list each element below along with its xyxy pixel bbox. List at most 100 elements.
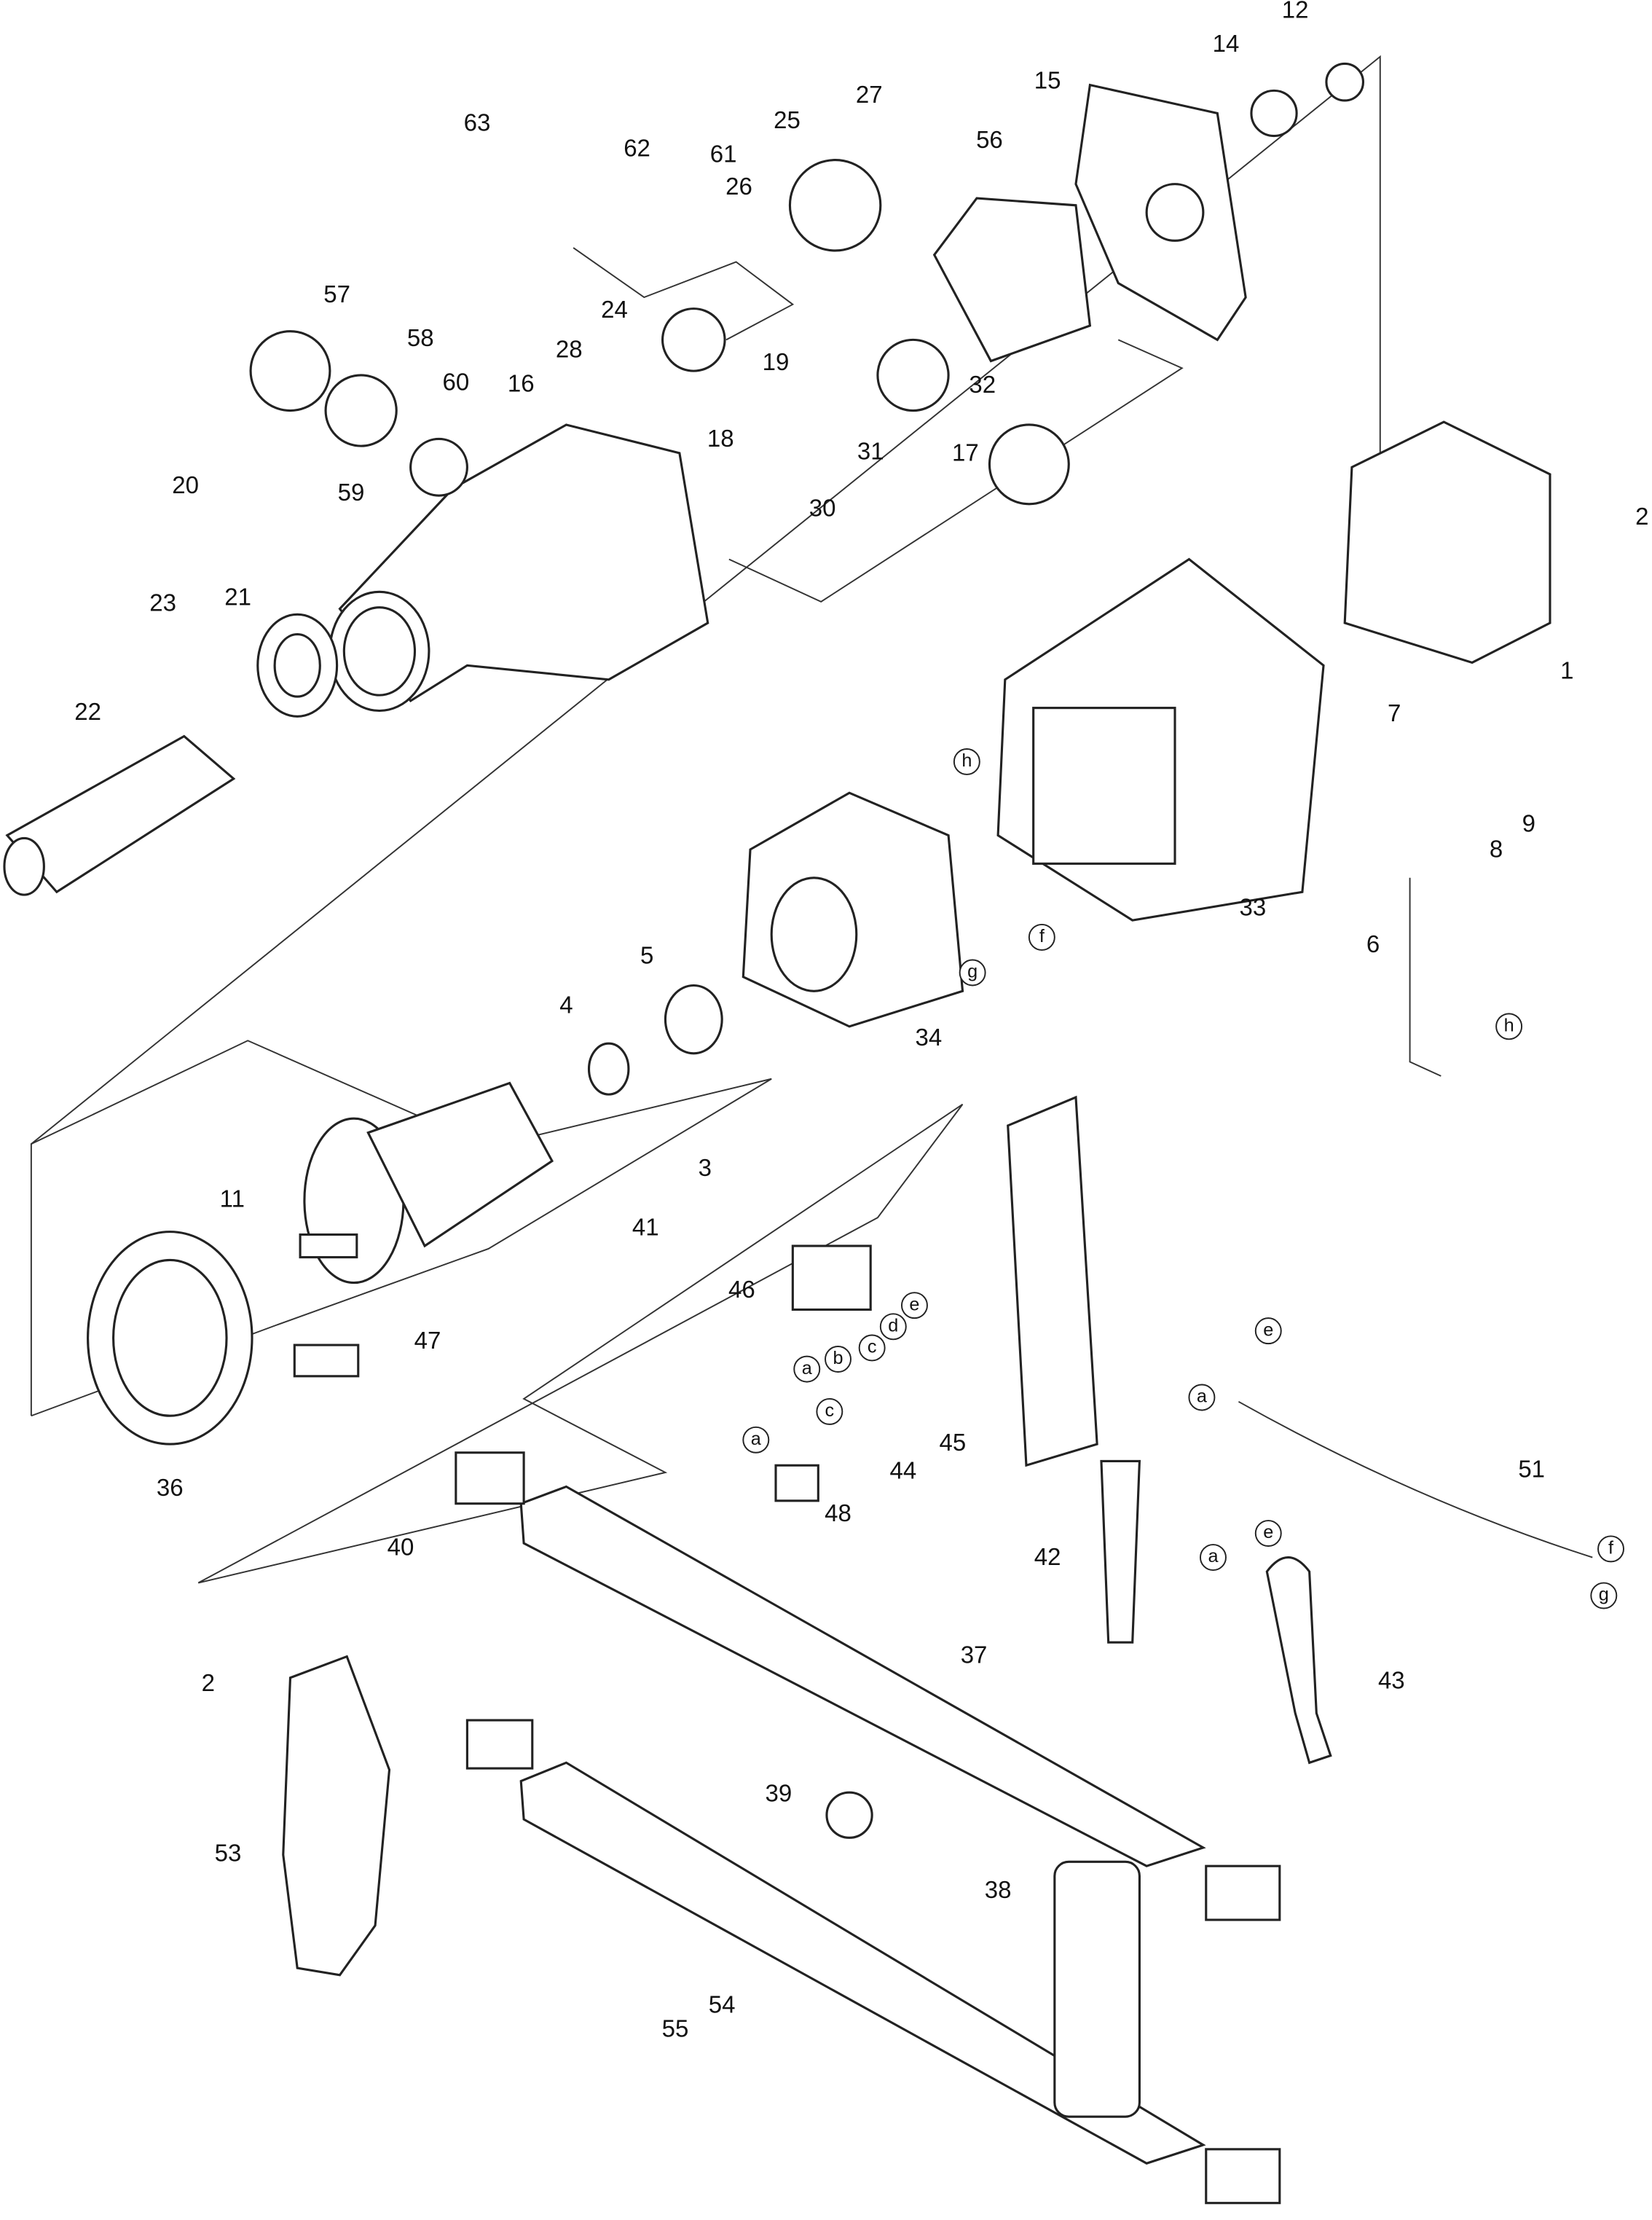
marker-letter: a [1197, 1386, 1208, 1407]
callout-57: 57 [323, 281, 350, 307]
callout-3: 3 [699, 1154, 712, 1181]
lower-bar [519, 1761, 1206, 2165]
gear-housing-16 [329, 423, 709, 713]
marker-letter: e [1263, 1522, 1273, 1542]
assembly-guide-line [31, 55, 1381, 1145]
callout-45: 45 [940, 1429, 967, 1456]
callout-53: 53 [215, 1839, 242, 1866]
callout-40: 40 [388, 1534, 414, 1561]
wire-marker-a: a [793, 1355, 821, 1383]
retaining-ring-12 [1325, 62, 1365, 102]
callout-32: 32 [969, 371, 996, 398]
spring-38 [1053, 1860, 1141, 2118]
callout-7: 7 [1388, 699, 1401, 726]
bearing-5 [664, 984, 723, 1055]
cap-40 [455, 1451, 525, 1505]
callout-11: 11 [220, 1185, 245, 1212]
wire-marker-g: g [1590, 1582, 1618, 1609]
callout-16: 16 [508, 369, 535, 396]
assembly-guide-line [1409, 877, 1441, 1077]
callout-46: 46 [728, 1276, 755, 1303]
gear-housing-cover-15 [1074, 83, 1247, 342]
marker-circle [1200, 1544, 1227, 1572]
marker-letter: a [751, 1429, 762, 1449]
marker-circle [742, 1426, 770, 1454]
wire-marker-a: a [1200, 1544, 1227, 1572]
callout-55: 55 [662, 2015, 689, 2041]
callout-47: 47 [414, 1327, 441, 1354]
callout-9: 9 [1522, 810, 1535, 837]
assembly-guide-line [573, 247, 795, 341]
callout-28: 28 [556, 336, 583, 363]
callout-5: 5 [640, 941, 653, 968]
callout-38: 38 [985, 1876, 1012, 1903]
callout-8: 8 [1490, 836, 1503, 863]
cap-bottom [1205, 2148, 1281, 2205]
marker-circle [1590, 1582, 1618, 1609]
switch-46 [791, 1244, 872, 1311]
assembly-guide-line [728, 339, 1184, 603]
wire-marker-d: d [879, 1313, 907, 1341]
marker-letter: f [1608, 1538, 1614, 1558]
callout-61: 61 [710, 140, 737, 167]
callout-19: 19 [763, 348, 790, 375]
marker-circle [900, 1292, 928, 1319]
callout-24: 24 [601, 296, 628, 323]
marker-circle [1254, 1520, 1282, 1547]
wire-marker-e: e [1254, 1520, 1282, 1547]
field-34 [742, 791, 964, 1028]
power-cord-43 [1265, 1556, 1332, 1765]
marker-circle [825, 1346, 851, 1373]
callout-6: 6 [1366, 930, 1380, 957]
grip-42 [1100, 1459, 1141, 1644]
callout-62: 62 [624, 135, 650, 162]
gear-25 [788, 159, 882, 252]
assembly-guide-line [197, 1103, 964, 1584]
marker-circle [1495, 1013, 1523, 1040]
marker-letter: d [888, 1315, 898, 1335]
spindle-22 [3, 734, 236, 896]
callout-33: 33 [1240, 893, 1267, 920]
gasket-56 [932, 197, 1092, 363]
marker-letter: e [909, 1294, 919, 1314]
callout-59: 59 [338, 479, 365, 506]
o-ring-60 [409, 437, 468, 497]
assembly-guide-line [30, 1040, 772, 1417]
cap-lower-left [465, 1719, 534, 1770]
callout-51: 51 [1518, 1456, 1545, 1483]
marker-letter: f [1039, 926, 1045, 946]
callout-42: 42 [1034, 1543, 1061, 1570]
marker-letter: h [961, 750, 972, 771]
gear-17 [876, 338, 950, 412]
wire-marker-c: c [858, 1334, 886, 1362]
callout-25: 25 [774, 106, 801, 133]
callout-2: 2 [1635, 503, 1648, 530]
wire-marker-b: b [825, 1346, 851, 1373]
marker-circle [858, 1334, 886, 1362]
callout-1: 1 [1560, 657, 1573, 684]
marker-circle [1028, 923, 1055, 951]
callout-22: 22 [74, 698, 101, 725]
upper-bar [519, 1485, 1206, 1867]
callout-36: 36 [157, 1474, 184, 1501]
callout-26: 26 [725, 173, 752, 200]
gear-32 [988, 423, 1070, 506]
callout-37: 37 [961, 1641, 988, 1668]
callout-48: 48 [825, 1499, 851, 1526]
wire-marker-f: f [1028, 923, 1055, 951]
callout-21: 21 [224, 584, 251, 611]
bearing-24 [661, 307, 726, 372]
armature-3 [299, 1081, 554, 1284]
marker-circle [953, 748, 980, 775]
callout-31: 31 [857, 438, 884, 465]
carbon-brush-47 [293, 1344, 360, 1378]
callout-14: 14 [1213, 30, 1240, 57]
marker-circle [959, 959, 986, 987]
lock-plate-58 [324, 374, 398, 447]
wire-marker-h: h [953, 748, 980, 775]
handle-41 [1007, 1095, 1098, 1467]
callout-2: 2 [202, 1669, 215, 1696]
marker-letter: b [833, 1348, 843, 1368]
